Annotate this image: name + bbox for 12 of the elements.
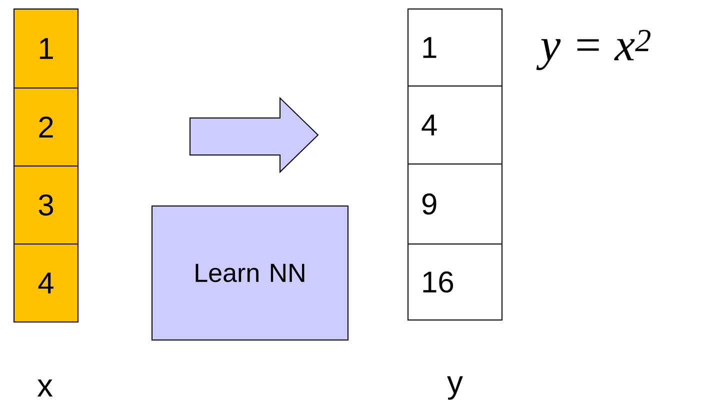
number-cell: 1 bbox=[408, 8, 502, 86]
number-cell: 4 bbox=[14, 244, 78, 322]
number-cell: 3 bbox=[14, 166, 78, 244]
number-cell: 2 bbox=[14, 88, 78, 166]
formula: y = x$^{2}$ bbox=[536, 30, 650, 70]
number-cell: 16 bbox=[408, 244, 502, 320]
number-cell: 4 bbox=[408, 86, 502, 164]
number-cell: 9 bbox=[408, 164, 502, 244]
process-box: Learn NN bbox=[152, 206, 348, 340]
axis-letter: x bbox=[37, 380, 53, 396]
number-cell: 1 bbox=[14, 8, 78, 88]
axis-letter: y bbox=[447, 376, 463, 400]
